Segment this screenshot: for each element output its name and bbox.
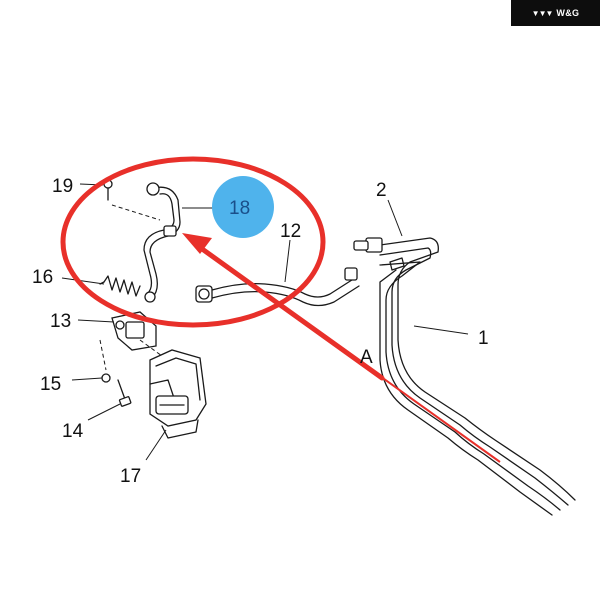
- callout-13: 13: [50, 311, 71, 332]
- callout-16: 16: [32, 267, 53, 288]
- wg-logo-icon: ▼▼▼: [531, 8, 554, 18]
- hose-12: [195, 267, 360, 307]
- brand-badge: ▼▼▼ W&G: [511, 0, 600, 26]
- callout-2: 2: [376, 180, 387, 201]
- callout-15: 15: [40, 374, 61, 395]
- callout-12: 12: [280, 221, 301, 242]
- marker-circle-18: [212, 176, 274, 238]
- highlight-ring: [60, 156, 326, 328]
- pipe-bundle-1: [353, 237, 576, 516]
- screw-14: [117, 379, 132, 407]
- pump-housing-17: [139, 339, 207, 439]
- spring-16: [99, 275, 141, 297]
- callout-A: A: [360, 347, 373, 368]
- callout-17: 17: [120, 466, 141, 487]
- callout-1: 1: [478, 328, 489, 349]
- washer-15: [101, 373, 111, 383]
- callout-18: 18: [229, 198, 250, 219]
- pipe-assembly-18: [143, 182, 181, 303]
- red-arrow: [182, 233, 501, 463]
- brand-text: W&G: [556, 8, 580, 18]
- leader-lines: [61, 183, 469, 461]
- callout-14: 14: [62, 421, 84, 442]
- callout-19: 19: [52, 176, 73, 197]
